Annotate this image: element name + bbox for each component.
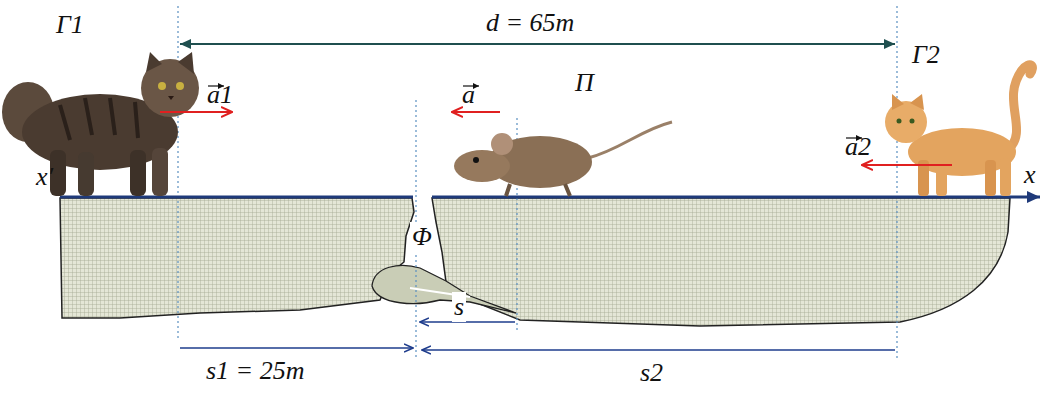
cat-nose (168, 96, 174, 100)
mouse-tail (588, 122, 672, 158)
cat-eye (897, 119, 902, 124)
cat-ears (892, 94, 924, 110)
acceleration-arrow (452, 111, 500, 113)
cat-eye (176, 82, 184, 90)
cat-right (885, 65, 1032, 196)
label: Γ1 (56, 10, 84, 40)
guide-line (177, 6, 178, 340)
ground (60, 198, 1010, 326)
cat-left (2, 52, 199, 196)
acceleration-arrow (160, 111, 232, 113)
label: x (1024, 160, 1036, 190)
label: s1 = 25m (206, 356, 304, 386)
ground-left (60, 198, 414, 318)
label: Φ (410, 222, 434, 252)
label: Π (575, 68, 594, 98)
mouse-legs (506, 184, 570, 196)
cat-leg (130, 150, 146, 196)
ground-right (432, 198, 1010, 326)
label: a1 (207, 80, 233, 110)
dimension-arrow (420, 321, 515, 323)
axis-left (60, 196, 413, 199)
mouse-eye (473, 157, 479, 163)
cat-tail (1008, 65, 1032, 150)
dimension-arrow (422, 349, 895, 351)
cat-leg (1000, 158, 1011, 196)
label: x′ (36, 162, 53, 192)
label: a (462, 80, 475, 110)
dimension-arrow (180, 347, 413, 349)
label: s2 (640, 358, 663, 388)
burrow (372, 265, 516, 313)
cat-leg (985, 160, 996, 196)
axis-right (432, 196, 1040, 199)
cat-ears (146, 52, 194, 74)
cat-stripes (60, 98, 138, 140)
dimension-arrow (180, 43, 895, 45)
mouse (454, 122, 672, 196)
label: d = 65m (486, 8, 574, 38)
acceleration-arrow (862, 164, 952, 166)
cat-leg (78, 152, 94, 196)
cat-leg (936, 162, 947, 196)
guide-lines (178, 6, 897, 360)
label: Γ2 (912, 40, 940, 70)
cat-leg (152, 148, 168, 196)
mouse-ear (491, 133, 513, 155)
cat-eye (910, 119, 915, 124)
cat-eye (158, 82, 166, 90)
guide-line (896, 6, 897, 360)
label: a2 (845, 132, 871, 162)
label: s (452, 292, 466, 322)
